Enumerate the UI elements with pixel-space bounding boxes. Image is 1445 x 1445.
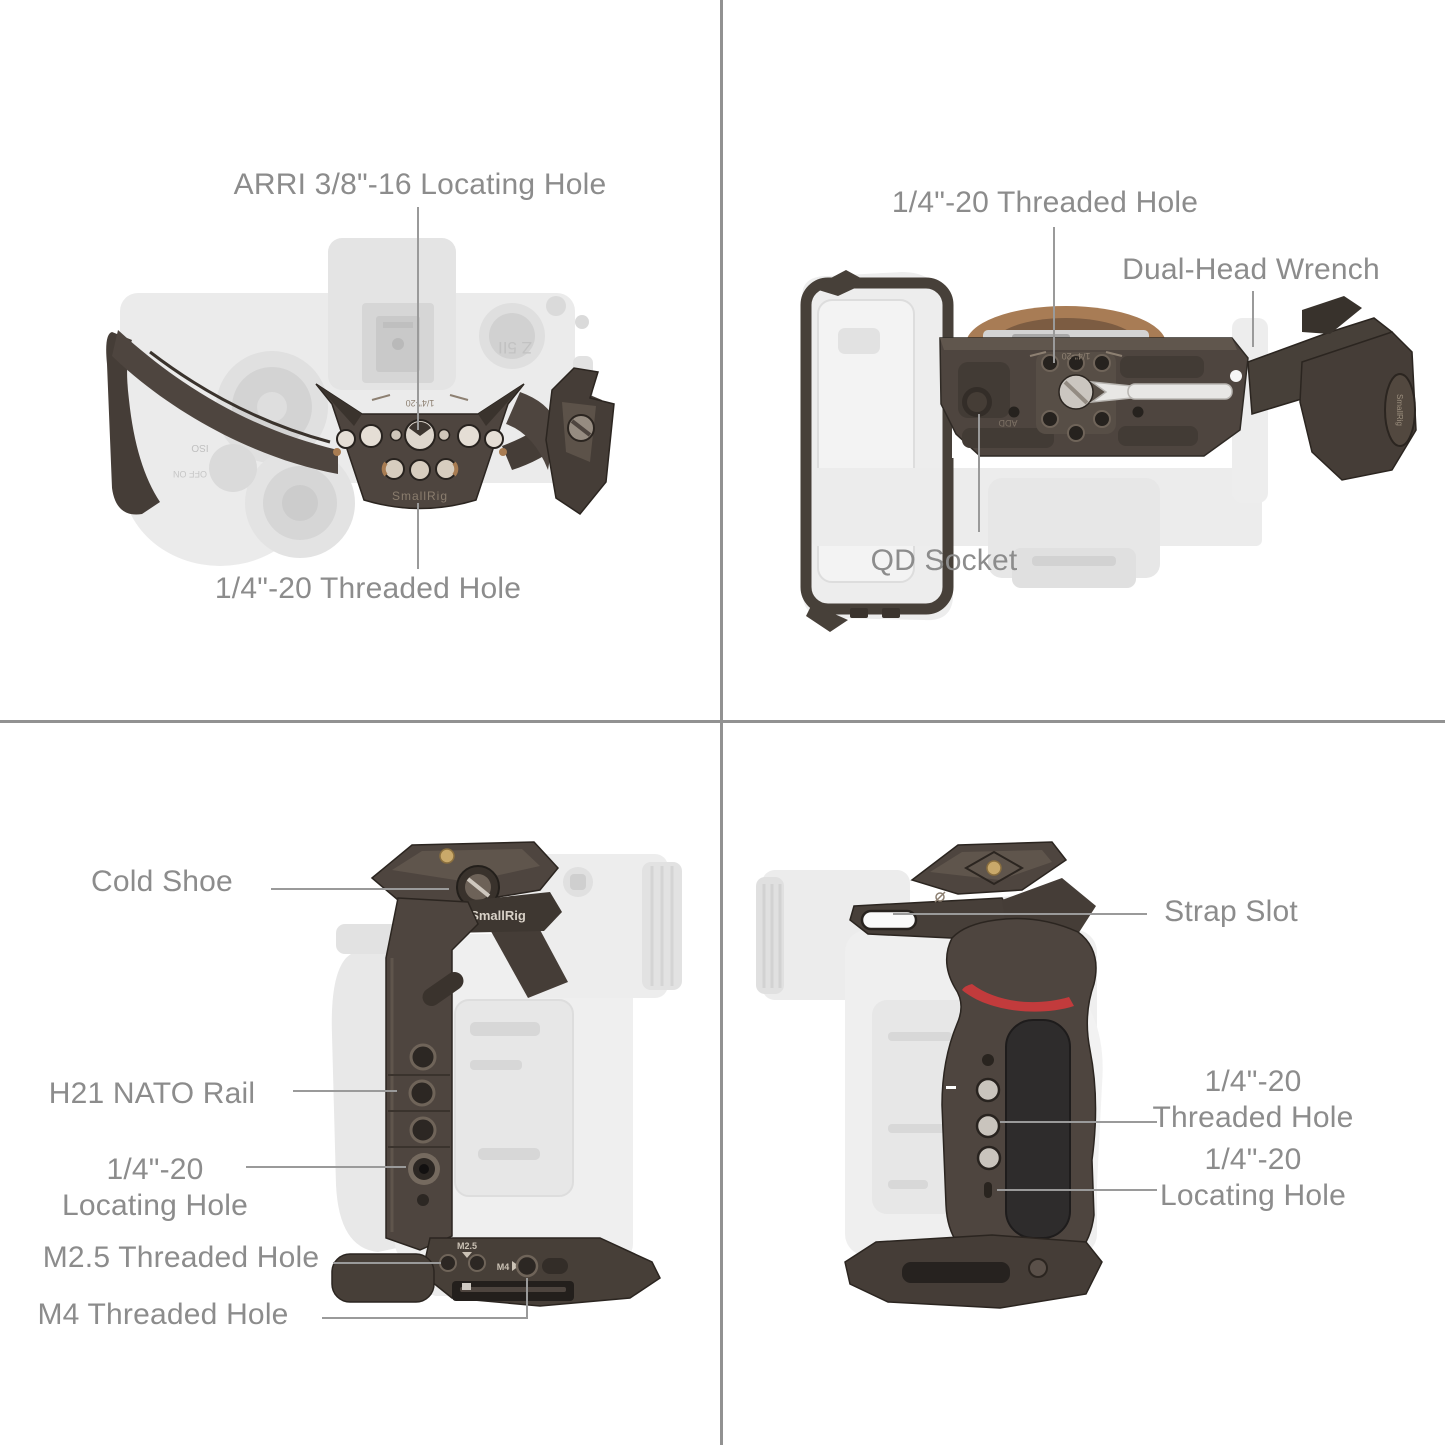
illustration-grip-view [756,841,1103,1309]
label-strap-slot: Strap Slot [1164,895,1298,928]
leader-threaded-hole-bottom-view [1053,227,1055,363]
cage-side-clamp [545,367,615,516]
illustration-front-view: SmallRig [331,841,682,1307]
leader-threaded-hole-top-view [417,503,419,569]
cage-front: SmallRig [331,841,661,1307]
label-m25-threaded-hole: M2.5 Threaded Hole [42,1241,320,1274]
cage-top-plate: 1/4"-20 SmallRig [106,330,602,515]
label-locating-hole-grip: 1/4"-20 Locating Hole [1159,1143,1347,1212]
illustration-bottom-view: 1/4"-20 ADD SmallRig [800,270,1417,632]
brand-marking: SmallRig [470,908,526,923]
dual-head-wrench [1089,370,1242,404]
leader-nato-rail [293,1090,397,1092]
plate-marking: 1/4"-20 [406,398,435,408]
threaded-holes [1008,354,1144,442]
ghost-camera-front [331,854,682,1296]
cage-bottom-plate: M2.5 M4 [331,1237,661,1307]
iso-marking: ISO [191,442,208,453]
leather-grip-pad [1005,1019,1071,1239]
label-cold-shoe: Cold Shoe [91,865,233,898]
qd-socket [962,387,992,417]
label-dual-head-wrench: Dual-Head Wrench [1122,253,1380,286]
leader-locating-hole-grip [997,1189,1157,1191]
brand-marking-vertical: SmallRig [1395,394,1404,426]
label-m4-threaded-hole: M4 Threaded Hole [37,1298,289,1331]
quadrant-divider-horizontal [0,720,1445,723]
red-accent [962,984,1074,1012]
threaded-holes-row [381,458,459,481]
label-threaded-hole-top-view: 1/4"-20 Threaded Hole [214,572,522,605]
cold-shoe: SmallRig [370,841,562,933]
leader-cold-shoe [271,888,449,890]
locating-hole [408,1153,440,1185]
m25-marking: M2.5 [457,1241,477,1251]
locating-slot [984,1182,992,1198]
leader-m25-hole [333,1262,441,1264]
cage-right-clamp: SmallRig [1247,296,1417,481]
label-threaded-hole-grip: 1/4"-20 Threaded Hole [1152,1065,1354,1134]
add-marking: ADD [998,418,1018,428]
leader-threaded-hole-grip [1000,1121,1157,1123]
label-threaded-hole-bottom-view: 1/4"-20 Threaded Hole [891,186,1199,219]
label-nato-rail: H21 NATO Rail [48,1077,256,1110]
m25-hole [439,1254,457,1272]
label-arri-locating-hole: ARRI 3/8"-16 Locating Hole [233,168,607,201]
camera-logo: Z 5II [498,338,532,357]
plate-marking: 1/4"-20 [1062,351,1091,361]
label-locating-hole-front: 1/4"-20 Locating Hole [61,1153,249,1222]
m4-marking: M4 [497,1262,510,1272]
leader-strap-slot [893,913,1147,915]
leader-m4-hole-vertical [526,1278,528,1319]
leader-arri-locating-hole [417,207,419,430]
nato-rail [385,897,479,1251]
arri-locating-hole [404,419,436,451]
leader-qd-socket [978,414,980,532]
m4-hole [515,1254,539,1278]
label-qd-socket: QD Socket [870,544,1018,577]
clamp-knob [1384,373,1416,447]
leader-dual-head-wrench [1252,291,1254,347]
ghost-camera-bottom [802,272,1268,621]
cage-baseplate: 1/4"-20 ADD [939,337,1249,457]
leader-locating-hole-front [246,1166,406,1168]
leader-m4-hole-horizontal [322,1317,528,1319]
illustration-top-view: ISO OFF ON Z 5II [106,238,615,566]
onoff-marking: OFF ON [173,469,207,479]
cage-grip [844,841,1103,1309]
cage-left-bracket [800,270,960,632]
brand-marking: SmallRig [392,489,448,503]
threaded-hole [975,1077,1002,1171]
